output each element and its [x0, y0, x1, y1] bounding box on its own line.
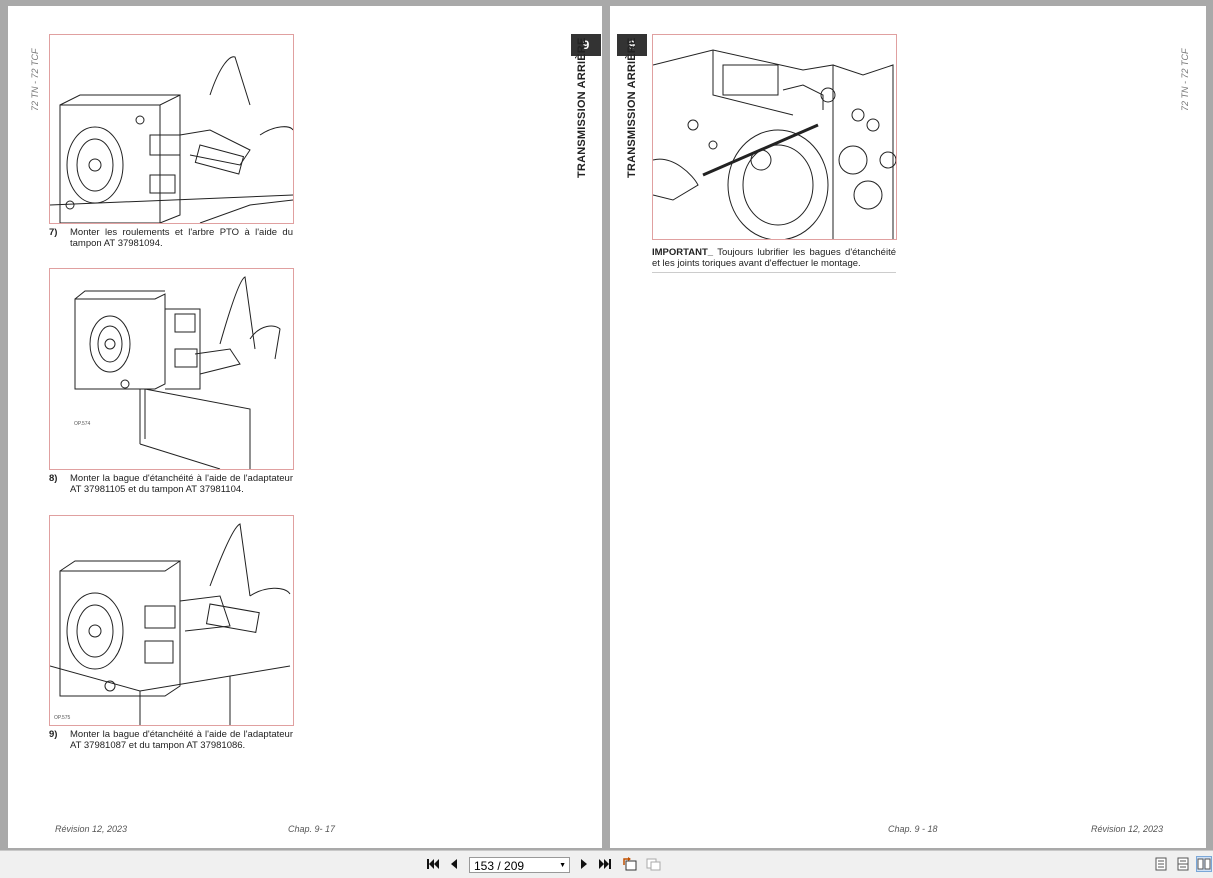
chapter-number-badge: 9 — [571, 34, 601, 56]
important-note: IMPORTANT_ Toujours lubrifier les bagues… — [652, 247, 896, 273]
page-indicator: 153 / 209 — [474, 859, 525, 873]
first-page-icon[interactable] — [426, 856, 440, 872]
step-9-caption: 9) Monter la bague d'étanchéité à l'aide… — [49, 729, 293, 753]
last-page-icon[interactable] — [598, 856, 612, 872]
right-page: 9 TRANSMISSION ARRIÈRE 72 TN - 72 TCF — [610, 6, 1206, 848]
step-number: 9) — [49, 729, 58, 740]
chevron-down-icon: ▼ — [559, 862, 566, 869]
step-7-caption: 7) Monter les roulements et l'arbre PTO … — [49, 227, 293, 251]
figure-step-9: OP.575 — [49, 515, 294, 726]
step-text: Monter la bague d'étanchéité à l'aide de… — [70, 729, 293, 751]
step-8-caption: 8) Monter la bague d'étanchéité à l'aide… — [49, 473, 293, 497]
figure-lubrication — [652, 34, 897, 240]
housing-lubrication-illustration — [653, 49, 896, 239]
footer-chapter-page: Chap. 9 - 18 — [888, 824, 938, 834]
figure-code: OP.574 — [74, 421, 91, 427]
single-page-view-icon[interactable] — [1154, 856, 1168, 872]
important-text: Toujours lubrifier les bagues d'étanchéi… — [652, 247, 896, 269]
chapter-title-vertical: TRANSMISSION ARRIÈRE — [626, 37, 638, 179]
left-page: 72 TN - 72 TCF 9 TRANSMISSION ARRIÈRE — [8, 6, 602, 848]
prev-page-icon[interactable] — [448, 856, 460, 872]
chapter-number-badge: 9 — [617, 34, 647, 56]
step-text: Monter la bague d'étanchéité à l'aide de… — [70, 473, 293, 495]
step-text: Monter les roulements et l'arbre PTO à l… — [70, 227, 293, 249]
footer-revision: Révision 12, 2023 — [55, 824, 128, 834]
side-model-code: 72 TN - 72 TCF — [30, 48, 40, 111]
next-page-icon[interactable] — [578, 856, 590, 872]
viewer-toolbar: 153 / 209 ▼ — [0, 850, 1213, 878]
rotate-alt-icon[interactable] — [645, 856, 661, 872]
rotate-icon[interactable] — [622, 856, 638, 872]
figure-step-7 — [49, 34, 294, 224]
bearing-install-illustration — [50, 56, 293, 223]
footer-chapter-page: Chap. 9- 17 — [288, 824, 336, 834]
chapter-title-vertical: TRANSMISSION ARRIÈRE — [576, 37, 588, 179]
side-model-code: 72 TN - 72 TCF — [1180, 48, 1190, 111]
seal-install-illustration — [74, 276, 281, 469]
step-number: 8) — [49, 473, 58, 484]
footer-revision: Révision 12, 2023 — [1091, 824, 1164, 834]
figure-code: OP.575 — [54, 715, 71, 721]
page-number-select[interactable]: 153 / 209 ▼ — [469, 857, 570, 873]
figure-step-8: OP.574 — [49, 268, 294, 470]
continuous-view-icon[interactable] — [1176, 856, 1190, 872]
step-number: 7) — [49, 227, 58, 238]
seal-adapter-illustration — [50, 523, 291, 725]
two-page-view-icon[interactable] — [1196, 856, 1212, 872]
important-label: IMPORTANT_ — [652, 247, 714, 258]
